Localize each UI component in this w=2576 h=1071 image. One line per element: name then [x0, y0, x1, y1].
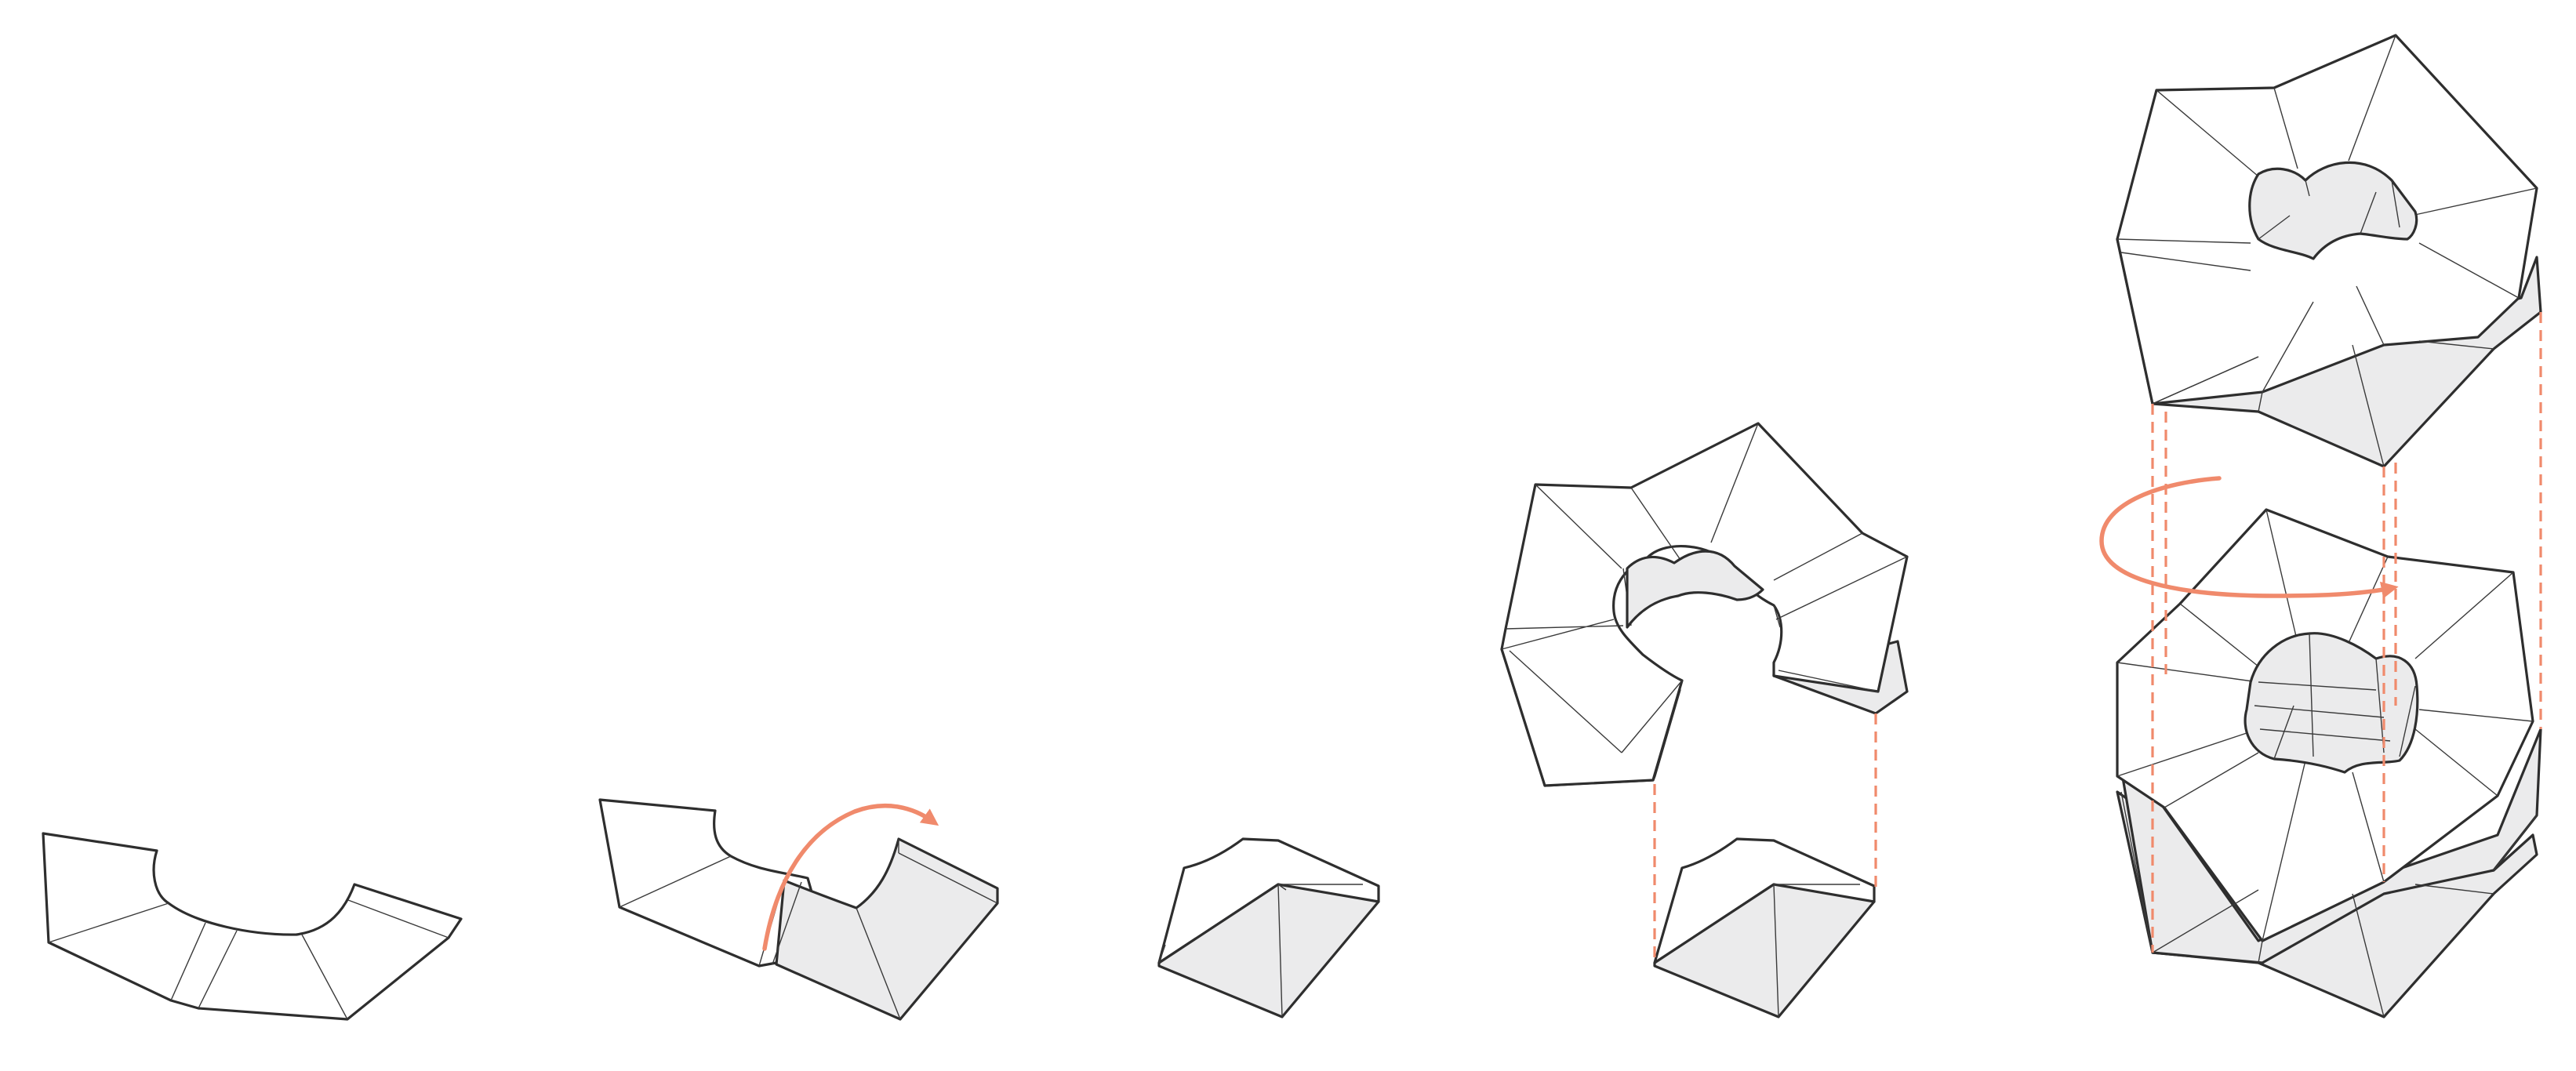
- strip-crease: [48, 899, 449, 1020]
- lower-ring-hole: [2244, 632, 2419, 774]
- module-below-bottom: [1653, 883, 1876, 1018]
- flap-face-grey: [775, 837, 999, 1021]
- step-4-partial-ring-assembly: [1500, 422, 1909, 1018]
- upper-ring-hole: [2248, 161, 2418, 260]
- flap-face-white: [598, 798, 817, 968]
- strip-face: [42, 832, 463, 1021]
- lower-ring-mid-band: [2120, 728, 2542, 964]
- module-crease: [1158, 884, 1363, 1018]
- lower-ring-crease: [2116, 509, 2534, 942]
- inner-hole-face: [1626, 550, 1764, 629]
- upper-ring-bottom-crease: [2152, 340, 2494, 467]
- step-5-stacked-ring-rotation: [2099, 34, 2542, 1018]
- curved-arrow-icon: [762, 803, 939, 951]
- module-below-crease: [1773, 884, 1860, 1018]
- partial-ring-top: [1500, 422, 1909, 787]
- step-1-flat-strip: [42, 832, 463, 1021]
- lower-ring-hole-crease: [2254, 633, 2416, 760]
- step-3-folded-module: [1157, 837, 1380, 1018]
- upper-ring-hole-crease: [2258, 180, 2400, 240]
- module-top-face: [1157, 837, 1380, 964]
- lower-ring-bottom-crease: [2120, 791, 2538, 1018]
- step-2-fold-flap: [598, 798, 999, 1021]
- rotation-arrow-icon: [2099, 476, 2399, 599]
- module-bottom-face: [1157, 883, 1380, 1018]
